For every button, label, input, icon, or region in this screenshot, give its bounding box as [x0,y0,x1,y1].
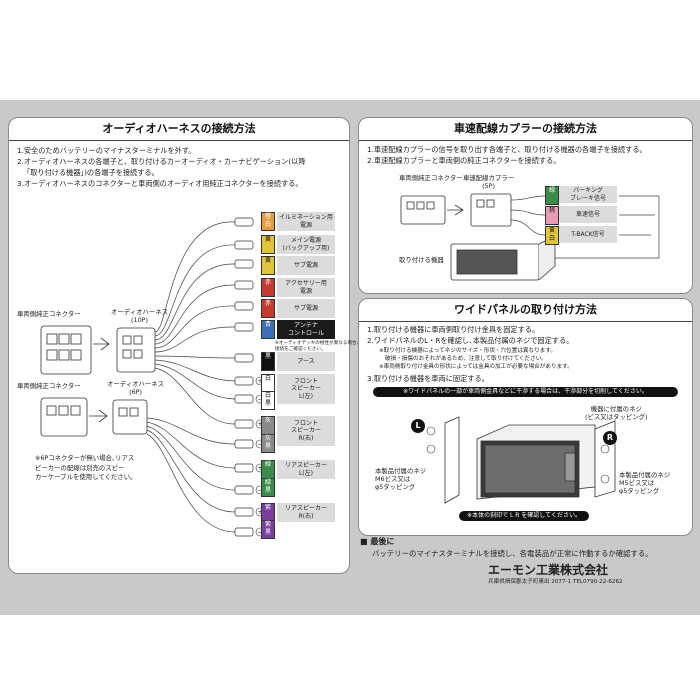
svg-text:+: + [257,421,262,428]
wire-color-chip: 灰 [261,416,275,435]
wire-function-label: リアスピーカー L(左) [277,460,335,479]
wide-step-3: 3.取り付ける機器を車両に固定する。 [367,374,489,383]
wide-panel-title: ワイドパネルの取り付け方法 [359,299,692,322]
audio-step-1: 1.安全のためバッテリーのマイナスターミナルを外す。 [17,146,196,155]
speed-coupler-panel: 車速配線カプラーの接続方法 1.車速配線カプラーの信号を取り出す各端子と、取り付… [358,117,693,294]
wire-color-chip: 橙 白 [261,212,275,231]
warning-bar: ※ワイドパネルの一部が車両側金具などに干渉する場合は、干渉部分を切削してください… [373,387,678,397]
svg-text:+: + [257,465,262,472]
wire-color-chip: 赤 [261,299,275,318]
side-left-badge: L [411,419,425,433]
svg-text:−: − [257,529,262,536]
harness-label-top: オーディオハーネス (10P) [111,308,169,324]
harness-connector-10p [116,327,156,373]
wire-terminals [234,217,254,537]
speed-vehicle-connector-label: 車両側純正コネクター [399,174,463,182]
speed-coupler-label: 車速配線カプラー (5P) [463,174,515,190]
audio-step-2: 2.オーディオハーネスの各端子と、取り付けるカーオーディオ・カーナビゲーション(… [17,157,306,166]
wire-color-chip: 黒 [261,352,275,371]
audio-step-3: 3.オーディオハーネスのコネクターと車両側のオーディオ用純正コネクターを接続する… [17,179,303,188]
wire-function-label: メイン電源 (バックアップ用) [277,235,335,254]
speed-wire-chip: 桃 [545,206,559,225]
wide-step-1: 1.取り付ける機器に車両側取り付け金具を固定する。 [367,325,540,334]
antenna-note: ※オーディオデッキの極性が異なる場合、 接続をご確認ください。 [275,341,362,352]
svg-text:−: − [257,441,262,448]
wire-color-chip: 赤 [261,278,275,297]
speed-wire-function-label: パーキング ブレーキ信号 [559,186,617,203]
speed-coupler-title: 車速配線カプラーの接続方法 [359,118,692,141]
svg-text:+: + [257,509,262,516]
speed-wire-function-label: 車速信号 [559,206,617,223]
harness-label-bottom: オーディオハーネス (6P) [107,380,165,396]
screw-note-left: 本製品付属のネジ M6ビス又は φ5タッピング [375,467,427,491]
wire-function-label: アクセサリー用 電源 [277,278,335,297]
vehicle-connector-10p [40,325,110,375]
vehicle-connector-label-bottom: 車両側純正コネクター [17,382,81,390]
wire-color-chip: 黄 [261,235,275,254]
wire-function-label: フロント スピーカー R(右) [277,416,335,446]
wire-function-label: フロント スピーカー L(左) [277,374,335,404]
six-pin-note: ※6Pコネクターが無い場合､リアス ピーカーの配線は別売のスピー カーケーブルを… [35,454,137,481]
wire-color-chip: 緑 黒 [261,478,275,497]
wide-note-3: ※車両側取り付け金具の形状によっては金具の加工が必要な場合があります。 [379,364,573,370]
speed-wire-chip: 緑 [545,186,559,205]
wide-note-1: ※取り付ける機器によってネジのサイズ・形状・穴位置は異なります。 [379,348,556,354]
harness-connector-6p [112,399,148,435]
speed-step-2: 2.車速配線カプラーと車両側の純正コネクターを接続する。 [367,156,561,165]
bottom-note-bar: ※本体の刻印で L R を確認してください。 [459,511,589,521]
company-address: 兵庫県揖保郡太子町東出 2077-1 TEL0790-22-6262 [488,579,623,585]
speed-wire-function-label: T-BACK信号 [559,226,617,243]
speed-step-1: 1.車速配線カプラーの信号を取り出す各端子と、取り付ける機器の各端子を接続する。 [367,145,647,154]
wire-color-chip: 黄 [261,256,275,275]
vehicle-connector-label-top: 車両側純正コネクター [17,310,81,318]
speed-coupler-diagram [400,193,660,281]
harness-wires [146,221,236,533]
wire-color-chip: 青 [261,320,275,339]
wire-function-label: アンテナ コントロール [277,320,335,339]
vehicle-connector-6p [40,397,108,437]
side-right-badge: R [603,431,617,445]
final-title: ■ 最後に [360,537,395,546]
svg-text:−: − [257,487,262,494]
screw-note-right: 本製品付属のネジ M5ビス又は φ5タッピング [619,471,671,495]
final-text: バッテリーのマイナスターミナルを接続し、各電装品が正常に作動するか確認する。 [372,549,653,558]
speed-device-label: 取り付ける機器 [399,256,444,264]
wire-color-chip: 灰 黒 [261,434,275,453]
svg-text:−: − [257,396,262,403]
wire-function-label: アース [277,352,335,371]
svg-text:+: + [257,378,262,385]
wire-function-label: サブ電源 [277,299,335,318]
wire-color-chip: 緑 [261,460,275,479]
audio-step-2b: 「取り付ける機器」)の各端子を接続する。 [23,168,159,177]
company-name: エーモン工業株式会社 [488,563,609,577]
wide-panel-section: ワイドパネルの取り付け方法 1.取り付ける機器に車両側取り付け金具を固定する。 … [358,298,693,536]
wire-function-label: イルミネーション用 電源 [277,212,335,231]
wire-function-label: サブ電源 [277,256,335,275]
audio-harness-title: オーディオハーネスの接続方法 [9,118,349,141]
wide-step-2: 2.ワイドパネルのL・Rを確認し､本製品付属のネジで固定する。 [367,336,574,345]
wire-function-label: リアスピーカー R(右) [277,503,335,522]
screw-note-top: 機器に付属のネジ (ビス又はタッピング) [585,405,648,421]
wire-color-chip: 白 黒 [261,391,275,410]
wide-note-2: 破損・損傷のおそれがあるため、注意して取り付けてください。 [385,356,547,362]
speed-wire-chip: 黄 白 [545,226,559,245]
audio-harness-panel: オーディオハーネスの接続方法 1.安全のためバッテリーのマイナスターミナルを外す… [8,117,361,574]
wire-color-chip: 紫 黒 [261,520,275,539]
